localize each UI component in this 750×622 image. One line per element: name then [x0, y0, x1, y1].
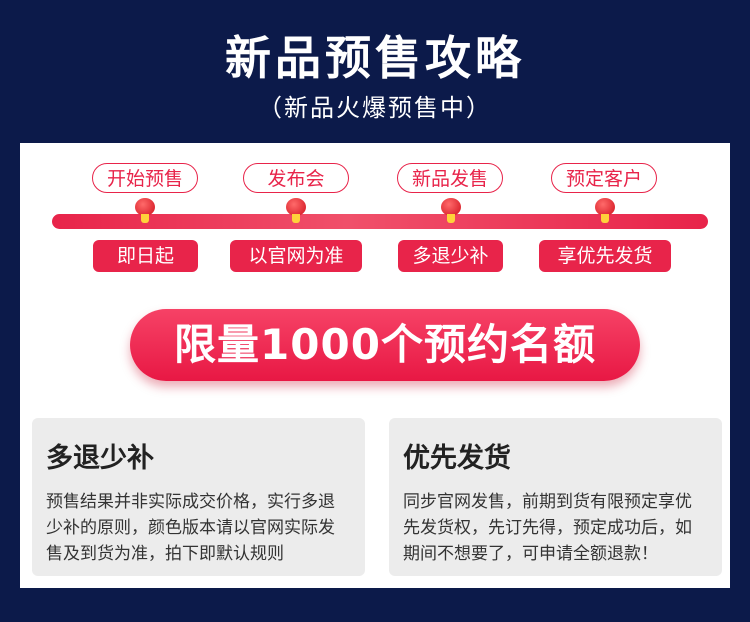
- step-new-release-label: 新品发售: [397, 163, 503, 193]
- timeline-bar: [52, 214, 708, 229]
- step-reserved-customers-label: 预定客户: [551, 163, 657, 193]
- step-reserved-customers-badge: 享优先发货: [539, 240, 671, 272]
- lantern-icon: [134, 198, 156, 228]
- refund-policy-box: 多退少补 预售结果并非实际成交价格，实行多退少补的原则，颜色版本请以官网实际发售…: [32, 418, 365, 576]
- lantern-icon: [285, 198, 307, 228]
- lantern-icon: [594, 198, 616, 228]
- quota-banner: 限量1000个预约名额: [130, 309, 640, 381]
- step-start-presale-label: 开始预售: [92, 163, 198, 193]
- step-start-presale-badge: 即日起: [93, 240, 198, 272]
- page-title: 新品预售攻略: [225, 31, 525, 85]
- page-subtitle: （新品火爆预售中）: [258, 94, 492, 122]
- step-launch-event-label: 发布会: [243, 163, 349, 193]
- priority-shipping-text: 同步官网发售，前期到货有限预定享优先发货权，先订先得，预定成功后，如期间不想要了…: [403, 492, 692, 564]
- step-launch-event-badge: 以官网为准: [230, 240, 362, 272]
- content-card: 开始预售 即日起 发布会 以官网为准 新品发售 多退少补 预定客户 享优先发货 …: [20, 143, 730, 588]
- refund-policy-title: 多退少补: [46, 443, 154, 474]
- priority-shipping-title: 优先发货: [403, 443, 511, 474]
- lantern-icon: [440, 198, 462, 228]
- refund-policy-text: 预售结果并非实际成交价格，实行多退少补的原则，颜色版本请以官网实际发售及到货为准…: [46, 492, 335, 564]
- step-new-release-badge: 多退少补: [398, 240, 503, 272]
- priority-shipping-box: 优先发货 同步官网发售，前期到货有限预定享优先发货权，先订先得，预定成功后，如期…: [389, 418, 722, 576]
